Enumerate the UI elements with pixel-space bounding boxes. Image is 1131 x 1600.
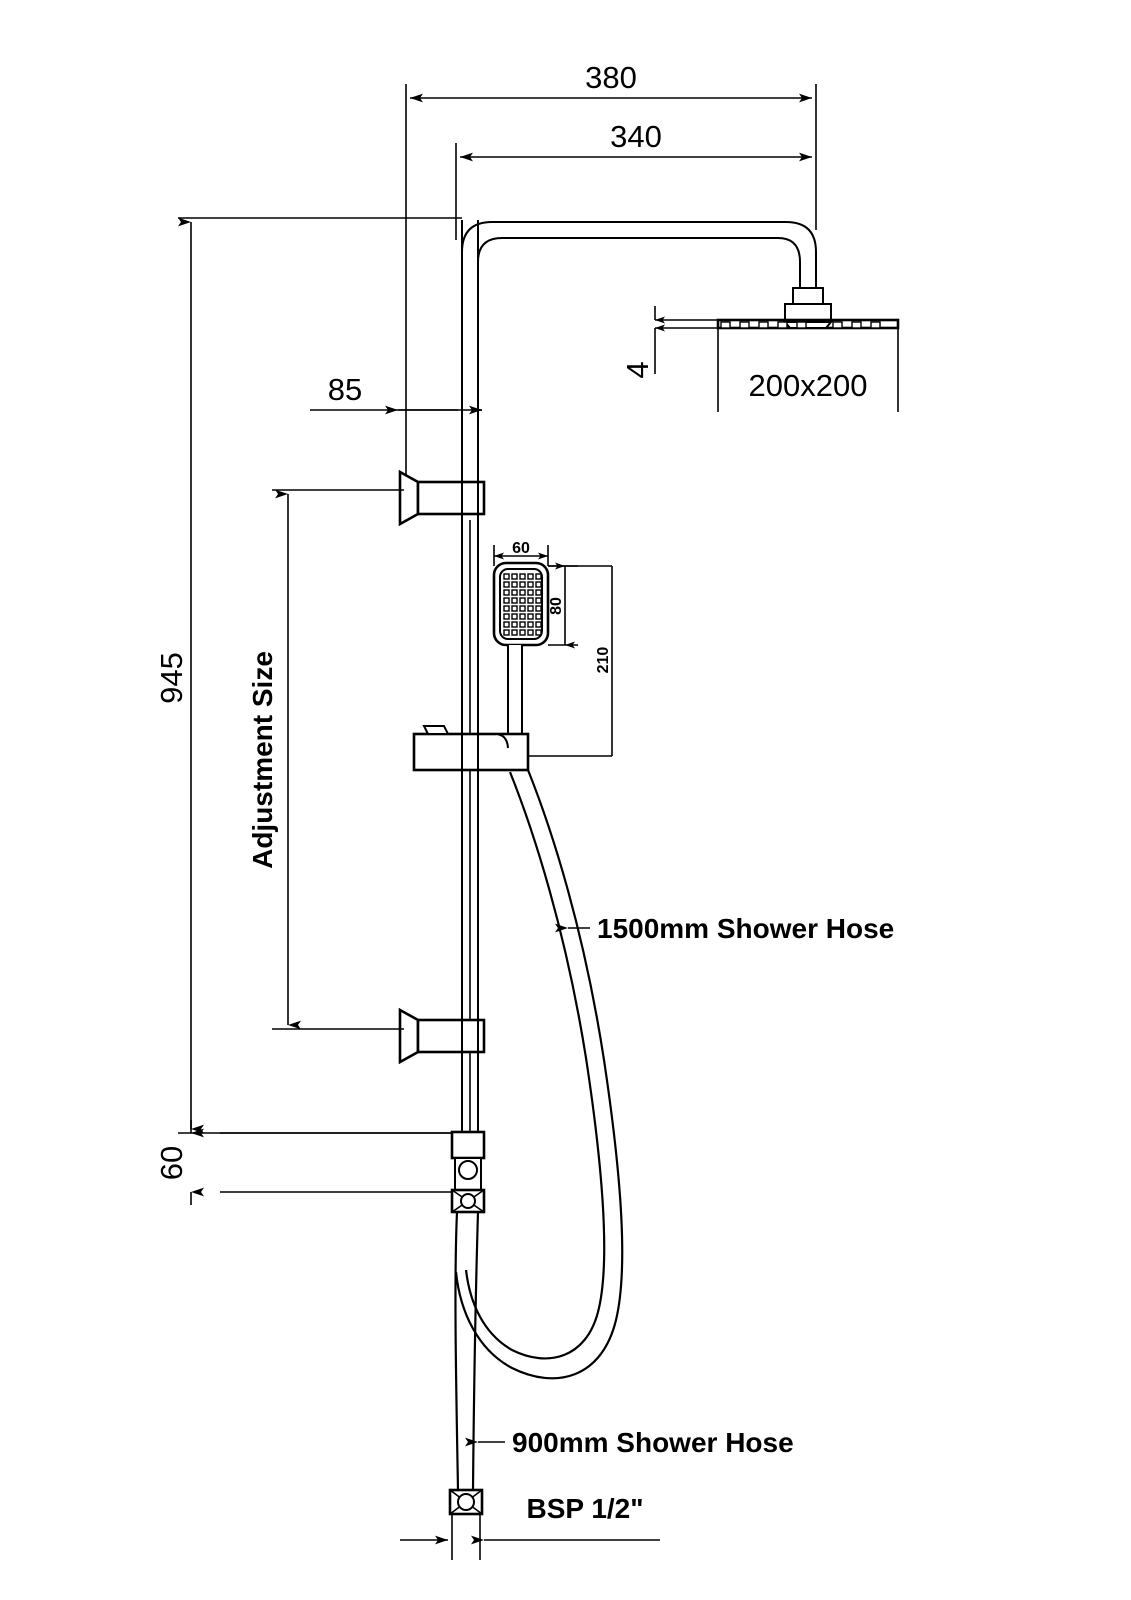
dimension-value-4: 4: [620, 361, 655, 378]
dimension-handset-width-60: 60: [493, 540, 549, 566]
bsp-inlet-fitting: BSP 1/2": [400, 1488, 660, 1560]
dimension-head-thickness-4: 4: [620, 306, 718, 379]
leader-upper-hose: 1500mm Shower Hose: [555, 913, 894, 944]
dimension-value-60: 60: [154, 1146, 189, 1180]
hand-shower-handset: [492, 561, 550, 755]
overhead-shower-head: 200x200: [716, 287, 900, 412]
dimension-adjustment-size: Adjustment Size: [247, 489, 404, 1030]
dimension-valve-height-60: 60: [154, 1120, 452, 1205]
handset-nozzle-grid: [503, 573, 542, 636]
dimension-arm-reach-340: 340: [455, 119, 812, 240]
dimension-riser-height-945: 945: [154, 217, 462, 1134]
label-upper-hose: 1500mm Shower Hose: [597, 913, 894, 944]
dimension-value-handset-face-height: 80: [548, 597, 565, 615]
dimension-handset-face-80: 80: [548, 562, 578, 649]
dimension-value-handset-width: 60: [512, 540, 530, 557]
upper-shower-hose: [454, 769, 624, 1380]
dimension-overall-reach-380: 380: [405, 60, 817, 230]
curved-shower-arm: [461, 221, 817, 520]
dimension-label-adjustment-size: Adjustment Size: [247, 651, 278, 869]
lower-shower-hose: [454, 1211, 480, 1491]
shower-head-nozzles: [720, 321, 881, 329]
dimension-value-85: 85: [328, 372, 362, 407]
dimension-value-380: 380: [585, 60, 637, 95]
label-bsp-thread: BSP 1/2": [526, 1493, 643, 1524]
upper-wall-bracket: [398, 469, 486, 527]
dimension-wall-offset-85: 85: [310, 230, 482, 480]
lower-wall-bracket: [398, 1007, 486, 1065]
label-lower-hose: 900mm Shower Hose: [512, 1427, 794, 1458]
dimension-value-handset-length: 210: [595, 647, 612, 674]
dimension-value-head-size: 200x200: [749, 368, 868, 403]
leader-lower-hose: 900mm Shower Hose: [465, 1427, 794, 1458]
dimension-value-340: 340: [610, 119, 662, 154]
diverter-valve-body: [450, 1130, 486, 1214]
dimension-handset-length-210: 210: [528, 565, 613, 757]
dimension-value-945: 945: [154, 652, 189, 704]
adjustable-slider-bracket: [412, 725, 530, 772]
